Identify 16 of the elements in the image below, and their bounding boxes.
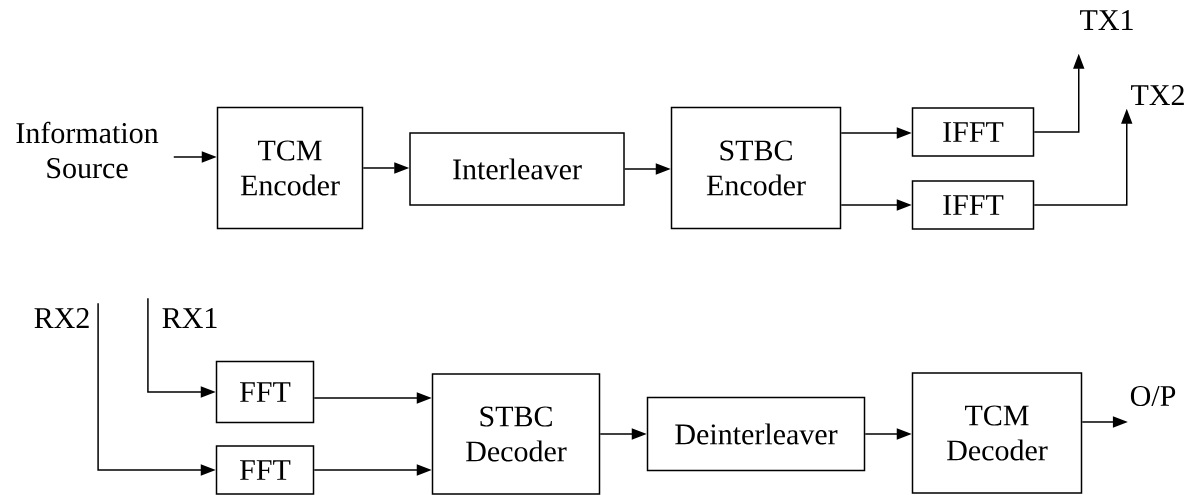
process-box: FFT <box>215 445 315 495</box>
signal-label: RX1 <box>162 308 217 328</box>
process-box: TCM Decoder <box>911 372 1083 494</box>
process-box: TCM Encoder <box>216 106 364 230</box>
process-box: FFT <box>215 360 315 424</box>
process-box: Interleaver <box>409 132 625 206</box>
process-box: STBC Encoder <box>670 106 842 230</box>
signal-label: RX2 <box>34 308 89 328</box>
process-box: IFFT <box>911 107 1035 157</box>
process-box: IFFT <box>911 180 1035 230</box>
process-box: STBC Decoder <box>431 373 601 495</box>
process-box: Deinterleaver <box>646 396 866 472</box>
signal-label: TX2 <box>1131 85 1184 105</box>
signal-label: Information Source <box>16 121 159 179</box>
signal-label: O/P <box>1130 385 1176 407</box>
signal-label: TX1 <box>1080 10 1133 30</box>
